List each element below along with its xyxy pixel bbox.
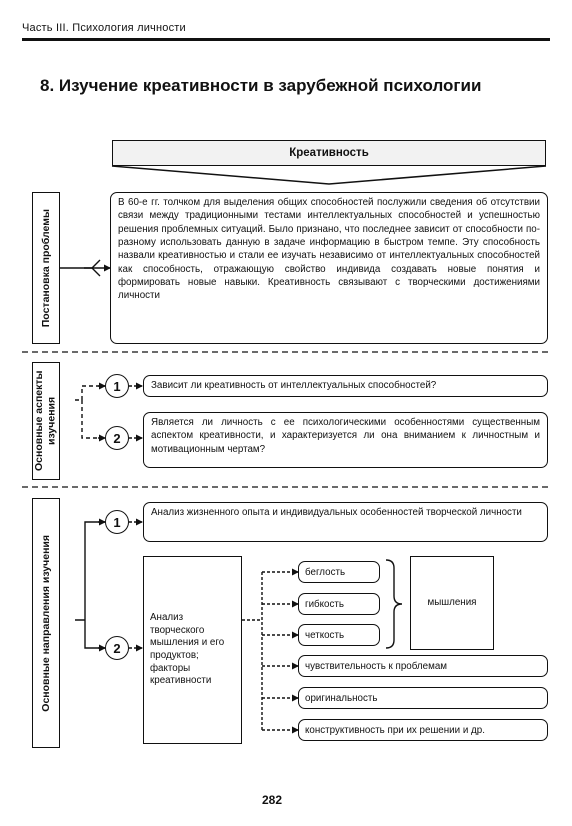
factor-fluency: беглость bbox=[298, 561, 380, 583]
section2-label: Основные аспекты изучения bbox=[32, 362, 60, 480]
direction-1-box: Анализ жизненного опыта и индивидуальных… bbox=[143, 502, 548, 542]
running-header: Часть III. Психология личности bbox=[22, 22, 186, 34]
section3-label: Основные направления изучения bbox=[32, 498, 60, 748]
section2-branch bbox=[75, 385, 105, 439]
factor-originality: оригинальность bbox=[298, 687, 548, 709]
factor-constructiveness: конструктивность при их решении и др. bbox=[298, 719, 548, 741]
factor-flexibility: гибкость bbox=[298, 593, 380, 615]
direction-1-number: 1 bbox=[105, 510, 129, 534]
section1-label: Постановка проблемы bbox=[32, 192, 60, 344]
page-number: 282 bbox=[262, 793, 283, 807]
aspect-1-number: 1 bbox=[105, 374, 129, 398]
creative-thinking-analysis-box: Анализ творческого мышления и его продук… bbox=[143, 556, 242, 744]
direction-2-number: 2 bbox=[105, 636, 129, 660]
page-title: 8. Изучение креативности в зарубежной пс… bbox=[40, 76, 482, 95]
header-rule bbox=[22, 38, 550, 41]
aspect-2-box: Является ли личность с ее психологически… bbox=[143, 412, 548, 468]
top-box-chevron bbox=[111, 165, 547, 185]
aspect-1-box: Зависит ли креативность от интеллектуаль… bbox=[143, 375, 548, 397]
thinking-label-box: мышления bbox=[410, 556, 494, 650]
thinking-brace bbox=[385, 559, 403, 649]
factor-clarity: четкость bbox=[298, 624, 380, 646]
top-box-creativity: Креативность bbox=[112, 140, 546, 166]
aspect-2-number: 2 bbox=[105, 426, 129, 450]
section1-textbox: В 60-е гг. толчком для выделения общих с… bbox=[110, 192, 548, 344]
factor-sensitivity: чувствительность к проблемам bbox=[298, 655, 548, 677]
section3-branch bbox=[75, 521, 105, 649]
